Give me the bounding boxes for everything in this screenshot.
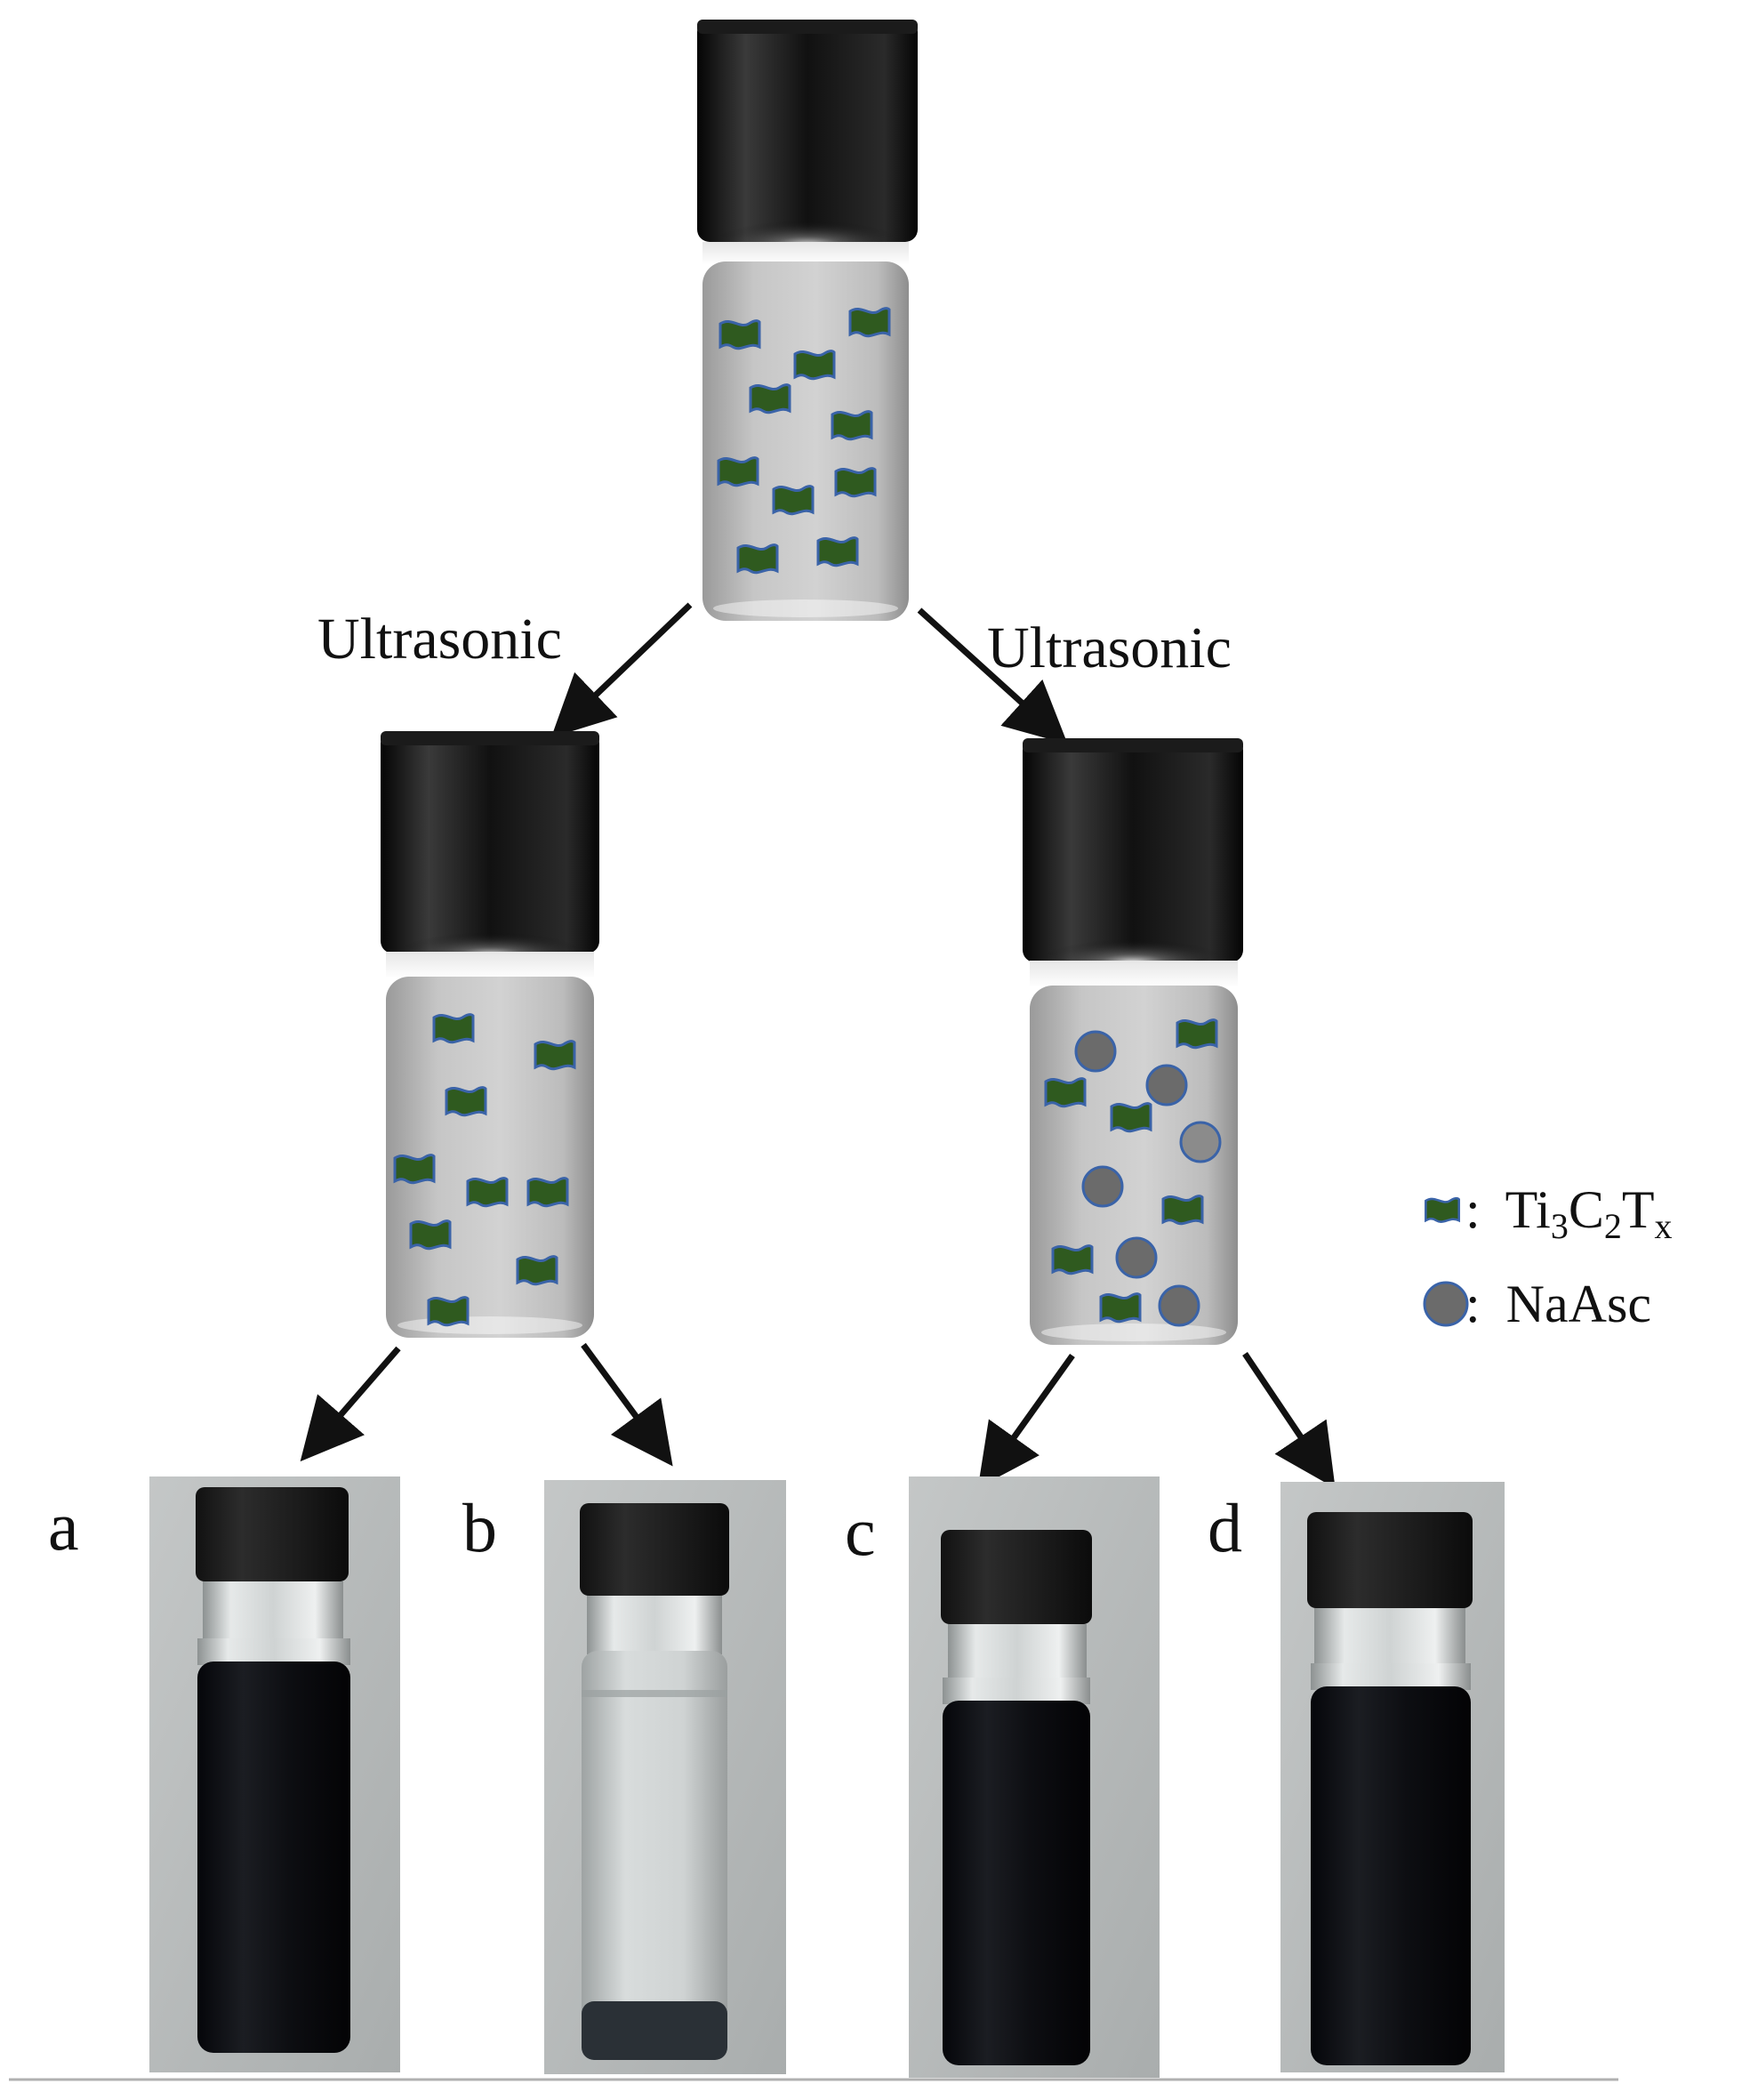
photo-c-liquid	[943, 1701, 1090, 2065]
nanosc-particle	[1145, 1064, 1188, 1106]
ultrasonic-label-left: Ultrasonic	[317, 607, 562, 672]
panel-letter-a: a	[48, 1487, 79, 1565]
photo-d-cap	[1307, 1512, 1473, 1608]
photo-d-liquid	[1311, 1686, 1471, 2065]
vial-top-cap	[697, 20, 918, 242]
photo-a-liquid	[197, 1661, 350, 2053]
arrow-to-a	[300, 1346, 401, 1462]
nanosc-particle	[1158, 1284, 1200, 1327]
vial-top	[697, 20, 918, 621]
vial-middle-left-cap	[381, 731, 599, 953]
panel-letter-c: c	[845, 1493, 876, 1570]
ultrasonic-label-right: Ultrasonic	[987, 616, 1232, 680]
photo-b-cap	[580, 1503, 729, 1596]
vial-middle-right	[1023, 738, 1243, 1345]
nanosc-particle	[1179, 1121, 1222, 1163]
vial-middle-right-particles	[1044, 1018, 1222, 1327]
nanosc-particle	[1115, 1236, 1158, 1279]
photo-panel-a	[149, 1476, 400, 2072]
vial-middle-right-cap	[1023, 738, 1243, 962]
arrow-to-b	[581, 1342, 673, 1467]
legend-flake-label: : Ti3C2Tx	[1465, 1180, 1673, 1246]
vial-top-liquid	[702, 261, 909, 621]
legend-flake-icon	[1425, 1197, 1460, 1223]
photo-c-cap	[941, 1530, 1092, 1624]
panel-letter-d: d	[1208, 1489, 1242, 1566]
legend: : Ti3C2Tx : NaAsc	[1423, 1180, 1673, 1333]
legend-circle-label: : NaAsc	[1465, 1275, 1651, 1333]
photo-b-sediment	[582, 2001, 727, 2060]
arrow-to-d	[1242, 1352, 1336, 1489]
photo-panel-b	[544, 1480, 786, 2074]
photo-b-liquid	[582, 1651, 727, 2060]
vial-middle-left-liquid	[386, 977, 594, 1338]
arrow-to-c	[977, 1353, 1075, 1488]
photo-a-cap	[196, 1487, 349, 1581]
arrow-top-left	[550, 602, 693, 738]
photo-panel-c	[909, 1476, 1160, 2078]
nanosc-particle	[1081, 1165, 1124, 1208]
panel-letter-b: b	[462, 1489, 497, 1566]
nanosc-particle	[1074, 1030, 1117, 1073]
arrow-top-right	[917, 607, 1068, 744]
vial-middle-left	[381, 731, 599, 1338]
photo-panel-d	[1280, 1482, 1505, 2072]
legend-circle-icon	[1423, 1281, 1469, 1327]
